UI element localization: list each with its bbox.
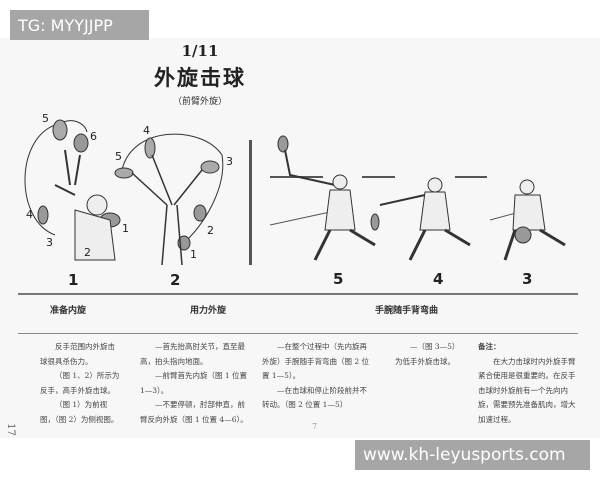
column-header-wrist-bend: 手腕随手背弯曲 [375,306,439,316]
figure-2-position-5: 5 [115,150,122,163]
side-page-number: 17 [4,423,16,436]
figure-1-position-6: 6 [90,130,97,143]
figure-2-position-3: 3 [226,155,233,168]
figure-1-label: 1 [68,271,79,289]
column-header-rule [18,333,578,334]
figure-5-label: 5 [333,270,344,288]
column-4-text: —（图 3—5）为低手外旋击球。 [395,342,460,366]
page-ref: 1/11 [181,42,219,60]
figure-1-illustration [24,119,121,261]
figure-2-position-1: 1 [190,248,197,261]
watermark-bottom: www.kh-leyusports.com [355,440,590,470]
figure-1-position-3: 3 [46,236,53,249]
figure-2-position-4: 4 [143,124,150,137]
figure-bottom-rule [18,293,578,295]
figure-divider [249,140,252,265]
figure-1-position-2: 2 [84,246,91,259]
column-3-text: —在整个过程中（先内旋再外旋）手腕随手背弯曲（图 2 位置 1—5）。 —在击球… [262,342,370,409]
watermark-top: TG: MYYJJPP [10,10,149,40]
figure-1-position-4: 4 [26,208,33,221]
figure-3-label: 3 [522,270,533,288]
figure-sequence-illustration [269,135,566,261]
note-block: 备注： 在大力击球时内外旋手臂紧合使用是很重要的。在反手击球时外旋前有一个先向内… [478,340,578,427]
page-title: 外旋击球 [154,65,246,90]
figure-4-label: 4 [433,270,444,288]
column-header-force-supination: 用力外旋 [190,306,227,316]
figure-2-label: 2 [170,271,181,289]
figure-1-position-1: 1 [122,222,129,235]
column-2-text: —首先抬高肘关节，直至最高，拍头指向地面。 —前臂首先内旋（图 1 位置 1—3… [140,342,248,424]
figure-1-position-5: 5 [42,112,49,125]
figure-2-illustration [114,133,224,265]
title-block: 1/11 外旋击球 （前臂外旋） [90,38,310,107]
column-header-prepare-pronation: 准备内旋 [50,306,87,316]
page-subtitle: （前臂外旋） [172,97,227,107]
note-title: 备注： [478,342,501,351]
figure-2-position-2: 2 [207,224,214,237]
footer-page-number: 7 [312,422,318,431]
column-1-text: 反手范围内外旋击球很具杀伤力。 （图 1、2）所示为反手，高手外旋击球。 （图 … [40,342,120,424]
